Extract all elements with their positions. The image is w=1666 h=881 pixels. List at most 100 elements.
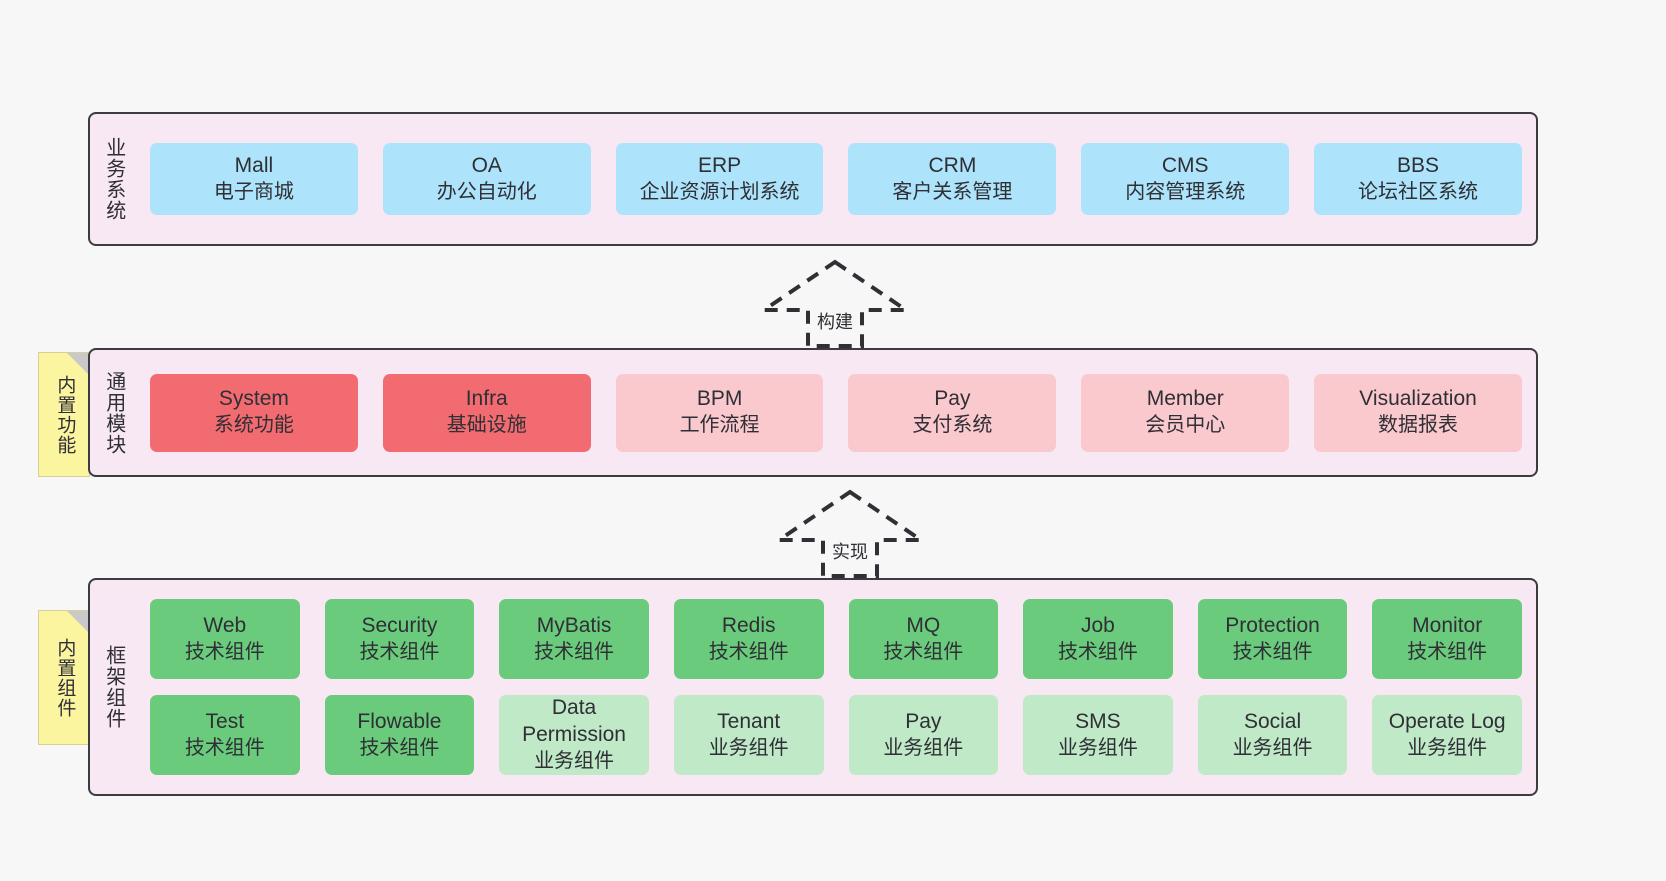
card-social[interactable]: Social 业务组件 [1197,695,1348,775]
connector-build-arrow: 构建 [757,258,913,348]
layer-business-body: Mall 电子商城 OA 办公自动化 ERP 企业资源计划系统 CRM 客户关系… [136,114,1536,244]
card-title-cn: 业务组件 [883,736,964,759]
card-title-cn: 技术组件 [883,640,964,663]
framework-card-row-2: Test 技术组件 Flowable 技术组件 Data Permission … [150,695,1522,775]
common-card-row: System 系统功能 Infra 基础设施 BPM 工作流程 Pay 支付系统… [150,373,1522,452]
card-title-cn: 技术组件 [1057,640,1138,663]
card-title-en: Social [1243,709,1302,733]
card-title-cn: 技术组件 [534,640,615,663]
card-title-cn: 技术组件 [708,640,789,663]
card-title-en: Monitor [1412,613,1483,637]
card-title-en: BBS [1397,153,1440,177]
note-builtin-components: 内置组件 [38,610,90,745]
card-erp[interactable]: ERP 企业资源计划系统 [615,143,824,215]
card-title-en: SMS [1075,709,1121,733]
connector-implement-arrow: 实现 [772,488,928,578]
up-arrow-icon [772,489,928,578]
card-system[interactable]: System 系统功能 [150,373,358,452]
card-title-en: Pay [934,387,971,411]
card-visualization[interactable]: Visualization 数据报表 [1314,373,1522,452]
card-infra[interactable]: Infra 基础设施 [382,373,591,452]
card-title-en: MyBatis [536,613,612,637]
card-title-en: BPM [696,387,743,411]
card-title-cn: 企业资源计划系统 [639,180,800,203]
card-title-cn: 工作流程 [679,414,760,437]
card-title-en: Web [203,613,247,637]
layer-framework-component: 框架组件 Web 技术组件 Security 技术组件 MyBatis 技术组件… [88,578,1538,796]
card-title-cn: 业务组件 [1407,736,1488,759]
card-mall[interactable]: Mall 电子商城 [150,143,358,215]
card-redis[interactable]: Redis 技术组件 [673,599,824,679]
card-title-cn: 业务组件 [534,750,615,773]
card-tenant[interactable]: Tenant 业务组件 [673,695,824,775]
card-title-cn: 办公自动化 [436,180,537,203]
card-title-cn: 基础设施 [446,414,527,437]
card-title-en: Visualization [1359,387,1477,411]
card-title-en: MQ [906,613,941,637]
business-card-row: Mall 电子商城 OA 办公自动化 ERP 企业资源计划系统 CRM 客户关系… [150,143,1522,215]
card-title-cn: 论坛社区系统 [1358,180,1479,203]
card-title-cn: 电子商城 [213,180,294,203]
card-bpm[interactable]: BPM 工作流程 [615,373,824,452]
card-web[interactable]: Web 技术组件 [150,599,300,679]
layer-framework-body: Web 技术组件 Security 技术组件 MyBatis 技术组件 Redi… [136,580,1536,794]
card-title-en: Tenant [717,709,781,733]
card-title-en: CMS [1161,153,1209,177]
card-mybatis[interactable]: MyBatis 技术组件 [499,599,649,679]
card-member[interactable]: Member 会员中心 [1081,373,1290,452]
card-title-cn: 内容管理系统 [1125,180,1246,203]
card-title-cn: 技术组件 [1232,640,1313,663]
card-pay[interactable]: Pay 支付系统 [848,373,1057,452]
card-title-cn: 技术组件 [359,736,440,759]
layer-common-title: 通用模块 [102,370,125,455]
card-protection[interactable]: Protection 技术组件 [1197,599,1348,679]
layer-common-body: System 系统功能 Infra 基础设施 BPM 工作流程 Pay 支付系统… [136,350,1536,475]
card-flowable[interactable]: Flowable 技术组件 [324,695,475,775]
card-title-cn: 业务组件 [1232,736,1313,759]
card-sms[interactable]: SMS 业务组件 [1023,695,1173,775]
card-operate-log[interactable]: Operate Log 业务组件 [1372,695,1522,775]
card-title-cn: 支付系统 [912,414,993,437]
card-title-en: Infra [465,387,508,411]
card-job[interactable]: Job 技术组件 [1023,599,1173,679]
card-title-en: Redis [721,613,776,637]
card-title-en: Test [205,709,245,733]
card-data-permission[interactable]: Data Permission 业务组件 [499,695,649,775]
card-title-cn: 技术组件 [184,736,265,759]
card-crm[interactable]: CRM 客户关系管理 [848,143,1057,215]
card-title-en: Operate Log [1388,709,1506,733]
note-builtin-features-label: 内置功能 [54,374,76,455]
card-title-cn: 系统功能 [213,414,294,437]
card-security[interactable]: Security 技术组件 [324,599,475,679]
layer-business-system: 业务系统 Mall 电子商城 OA 办公自动化 ERP 企业资源计划系统 CRM [88,112,1538,246]
card-title-en: Member [1146,387,1224,411]
up-arrow-icon [757,259,913,348]
layer-business-title: 业务系统 [102,137,125,221]
card-title-en: Protection [1225,613,1320,637]
card-title-en: Data Permission [522,696,626,747]
framework-card-row-1: Web 技术组件 Security 技术组件 MyBatis 技术组件 Redi… [150,599,1522,679]
note-builtin-features: 内置功能 [38,352,90,477]
layer-common-module: 通用模块 System 系统功能 Infra 基础设施 BPM 工作流程 Pay [88,348,1538,477]
card-test[interactable]: Test 技术组件 [150,695,300,775]
card-bbs[interactable]: BBS 论坛社区系统 [1314,143,1522,215]
card-title-cn: 业务组件 [708,736,789,759]
card-title-cn: 业务组件 [1057,736,1138,759]
card-title-cn: 技术组件 [1407,640,1488,663]
card-oa[interactable]: OA 办公自动化 [382,143,591,215]
card-title-en: Job [1081,613,1115,637]
layer-framework-title: 框架组件 [102,645,125,729]
card-cms[interactable]: CMS 内容管理系统 [1081,143,1290,215]
card-title-en: Flowable [357,709,442,733]
card-title-cn: 技术组件 [359,640,440,663]
card-title-en: System [218,387,289,411]
card-title-cn: 客户关系管理 [892,180,1013,203]
card-mq[interactable]: MQ 技术组件 [848,599,999,679]
card-title-cn: 会员中心 [1145,414,1226,437]
card-pay-business[interactable]: Pay 业务组件 [848,695,999,775]
card-title-en: OA [471,153,502,177]
card-monitor[interactable]: Monitor 技术组件 [1372,599,1522,679]
card-title-en: Security [361,613,438,637]
card-title-en: Pay [905,709,942,733]
